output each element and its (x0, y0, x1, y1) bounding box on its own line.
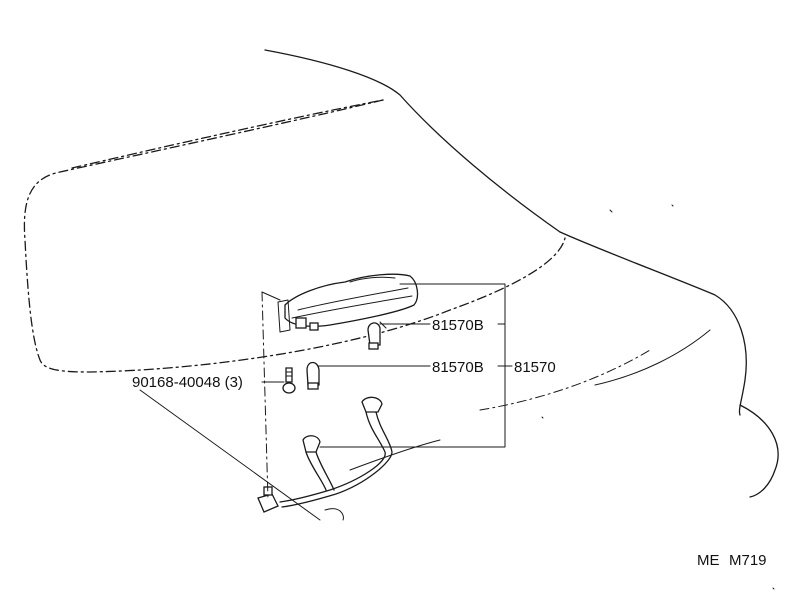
wire-harness (257, 396, 393, 513)
callout-assembly: 81570 (514, 359, 556, 376)
leader-lines (139, 283, 513, 521)
bulb-lower (306, 361, 320, 390)
mounting-guide-top (261, 291, 281, 301)
stop-lamp-housing (277, 273, 419, 333)
vehicle-body-outline (23, 49, 779, 590)
callout-bulb-lower: 81570B (432, 359, 484, 376)
callout-bulb-upper: 81570B (432, 317, 484, 334)
screw (282, 367, 296, 394)
diagram-code-number: M719 (729, 552, 767, 569)
callout-screw: 90168-40048 (3) (132, 374, 243, 391)
bulb-upper (367, 322, 381, 350)
diagram-code-prefix: ME (697, 552, 720, 569)
mounting-guide-line (261, 291, 269, 501)
